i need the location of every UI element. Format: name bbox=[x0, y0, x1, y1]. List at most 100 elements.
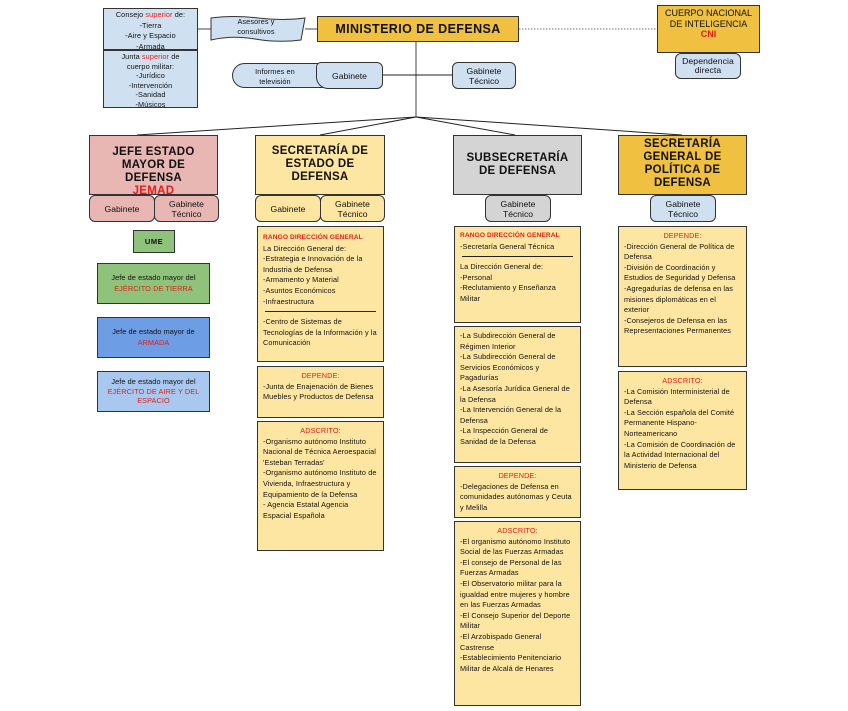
list-item: -La Asesoría Jurídica General de la Defe… bbox=[460, 383, 570, 404]
list-item: -La Subdirección General de Régimen Inte… bbox=[460, 331, 556, 351]
list-item: -La Subdirección General de Servicios Ec… bbox=[460, 352, 556, 383]
list-item: -Junta de Enajenación de Bienes Muebles … bbox=[263, 381, 374, 402]
cni-abbr: CNI bbox=[700, 29, 717, 39]
connector-sgpd bbox=[415, 116, 683, 136]
ejercito-name: EJÉRCITO DE AIRE Y DEL ESPACIO bbox=[107, 386, 200, 406]
list-item: -El consejo de Personal de las Fuerzas A… bbox=[460, 557, 562, 578]
jemad-gabinete-tecnico-label: Gabinete Técnico bbox=[169, 198, 204, 219]
ejercito-prefix: Jefe de estado mayor del bbox=[111, 376, 196, 386]
list-item: -Estrategia e Innovación de la Industria… bbox=[263, 254, 363, 274]
sed-rango-label: RANGO DIRECCIÓN GENERAL bbox=[263, 234, 363, 241]
list-item: -Establecimiento Penitenciario Militar d… bbox=[460, 653, 562, 673]
sed-gabinete-tecnico-label: Gabinete Técnico bbox=[335, 198, 370, 219]
jemad-gabinete-tecnico: Gabinete Técnico bbox=[154, 195, 219, 222]
sed-box: SECRETARÍA DE ESTADO DE DEFENSA bbox=[255, 135, 385, 195]
list-item: -La Intervención General de la Defensa bbox=[460, 405, 562, 425]
ume-box: UME bbox=[133, 230, 175, 253]
subsec-title: SUBSECRETARÍA DE DEFENSA bbox=[466, 152, 569, 177]
list-item: -Organismo autónomo Instituto Nacional d… bbox=[263, 436, 376, 467]
informes-television-box: Informes en televisión bbox=[232, 63, 328, 88]
subsec-subdirecciones-list: -La Subdirección General de Régimen Inte… bbox=[460, 331, 575, 448]
sgpd-box: SECRETARÍA GENERAL DE POLÍTICA DE DEFENS… bbox=[618, 135, 747, 195]
sed-depende-box: DEPENDE: -Junta de Enajenación de Bienes… bbox=[257, 366, 384, 418]
list-item: -La Comisión Interministerial de Defensa bbox=[624, 386, 730, 407]
list-item: -Centro de Sistemas de Tecnologías de la… bbox=[263, 317, 377, 348]
consejo-superior-box: Consejo superior de: -Tierra -Aire y Esp… bbox=[103, 8, 198, 51]
sed-depende-label: DEPENDE: bbox=[301, 371, 340, 380]
list-item: -Organismo autónomo Instituto de Viviend… bbox=[263, 468, 377, 499]
list-item: -Dirección General de Política de Defens… bbox=[624, 241, 735, 262]
list-item: -Agregadurías de defensa en las misiones… bbox=[624, 283, 733, 315]
sed-gabinete-tecnico: Gabinete Técnico bbox=[320, 195, 385, 222]
sgpd-adscrito-box: ADSCRITO: -La Comisión Interministerial … bbox=[618, 371, 747, 490]
gabinete-tecnico-top-label: Gabinete Técnico bbox=[466, 65, 502, 86]
list-item: -División de Coordinación y Estudios de … bbox=[624, 262, 736, 283]
asesores-banner bbox=[210, 16, 306, 42]
ejercito-aire-box: Jefe de estado mayor del EJÉRCITO DE AIR… bbox=[97, 371, 210, 412]
ejercito-prefix: Jefe de estado mayor del bbox=[111, 272, 196, 282]
list-item: - Agencia Estatal Agencia Espacial Españ… bbox=[263, 500, 349, 520]
armada-box: Jefe de estado mayor de ARMADA bbox=[97, 317, 210, 358]
gabinete-top-label: Gabinete bbox=[332, 70, 367, 81]
list-item: -El Observatorio militar para la igualda… bbox=[460, 578, 570, 610]
list-item: -Consejeros de Defensa en las Representa… bbox=[624, 315, 732, 336]
subsec-adscrito-list: -El organismo autónomo Instituto Social … bbox=[460, 537, 575, 675]
list-item: -La Inspección General de Sanidad de la … bbox=[460, 426, 549, 446]
list-item: -El Consejo Superior del Deporte Militar bbox=[460, 610, 571, 631]
ministerio-title: MINISTERIO DE DEFENSA bbox=[317, 16, 519, 42]
ejercito-tierra-box: Jefe de estado mayor del EJÉRCITO DE TIE… bbox=[97, 263, 210, 304]
junta-highlight: superior bbox=[141, 52, 170, 61]
sed-gabinete-label: Gabinete bbox=[270, 203, 306, 214]
list-item: La Dirección General de: bbox=[263, 243, 347, 253]
sed-depende-list: -Junta de Enajenación de Bienes Muebles … bbox=[263, 382, 378, 403]
junta-suffix: de bbox=[169, 52, 180, 61]
list-item: -La Sección española del Comité Permanen… bbox=[624, 407, 735, 438]
ejercito-name: ARMADA bbox=[137, 337, 170, 347]
divider bbox=[265, 311, 376, 313]
sed-rango-list: La Dirección General de:-Estrategia e In… bbox=[263, 244, 378, 308]
sed-adscrito-label: ADSCRITO: bbox=[300, 426, 341, 435]
consejo-suffix: de: bbox=[172, 10, 186, 19]
list-item: -Secretaría General Técnica bbox=[460, 241, 555, 251]
subsec-depende-box: DEPENDE: -Delegaciones de Defensa en com… bbox=[454, 466, 581, 518]
sgpd-gabinete-tecnico-label: Gabinete Técnico bbox=[665, 198, 701, 219]
sgpd-adscrito-label: ADSCRITO: bbox=[662, 376, 703, 385]
subsec-gabinete-tecnico: Gabinete Técnico bbox=[485, 195, 551, 222]
jemad-gabinete: Gabinete bbox=[89, 195, 155, 222]
list-item: -El organismo autónomo Instituto Social … bbox=[460, 536, 571, 557]
list-item: -Personal bbox=[460, 272, 493, 282]
sgpd-gabinete-tecnico: Gabinete Técnico bbox=[650, 195, 716, 222]
sed-title: SECRETARÍA DE ESTADO DE DEFENSA bbox=[271, 145, 369, 183]
subsec-depende-list: -Delegaciones de Defensa en comunidades … bbox=[460, 482, 575, 514]
cni-dependencia-box: Dependencia directa bbox=[675, 53, 741, 79]
cni-box: CUERPO NACIONAL DE INTELIGENCIA CNI bbox=[657, 5, 760, 53]
list-item: -Armamento y Material bbox=[263, 275, 339, 285]
sgpd-depende-list: -Dirección General de Política de Defens… bbox=[624, 242, 741, 337]
junta-item: -Músicos bbox=[135, 99, 166, 109]
divider bbox=[462, 256, 573, 258]
asesores-label: Asesores y consultivos bbox=[237, 17, 275, 36]
list-item: -Reclutamiento y Enseñanza Militar bbox=[460, 283, 556, 303]
junta-superior-box: Junta superior de cuerpo militar: -Juríd… bbox=[103, 50, 198, 109]
jemad-abbr: JEMAD bbox=[132, 185, 175, 197]
jemad-title: JEFE ESTADO MAYOR DE DEFENSA bbox=[112, 146, 195, 184]
subsec-rango-box: RANGO DIRECCIÓN GENERAL -Secretaría Gene… bbox=[454, 226, 581, 323]
jemad-gabinete-label: Gabinete bbox=[104, 203, 140, 214]
sed-rango-box: RANGO DIRECCIÓN GENERAL La Dirección Gen… bbox=[257, 226, 384, 362]
consejo-item: -Armada bbox=[136, 41, 165, 51]
consejo-prefix: Consejo bbox=[115, 10, 146, 19]
sgpd-depende-box: DEPENDE: -Dirección General de Política … bbox=[618, 226, 747, 367]
list-item: -La Comisión de Coordinación de la Activ… bbox=[624, 439, 736, 470]
subsec-box: SUBSECRETARÍA DE DEFENSA bbox=[453, 135, 582, 195]
junta-item: -Sanidad bbox=[135, 90, 166, 100]
subsec-gabinete-tecnico-label: Gabinete Técnico bbox=[500, 198, 536, 219]
connector-jemad bbox=[136, 116, 417, 136]
subsec-subdirecciones-box: -La Subdirección General de Régimen Inte… bbox=[454, 326, 581, 463]
sed-rango-list-2: -Centro de Sistemas de Tecnologías de la… bbox=[263, 317, 378, 349]
subsec-depende-label: DEPENDE: bbox=[498, 471, 537, 480]
connector-sed bbox=[319, 116, 417, 136]
consejo-highlight: superior bbox=[145, 10, 173, 19]
junta-line2: cuerpo militar: bbox=[126, 61, 175, 71]
cni-title: CUERPO NACIONAL DE INTELIGENCIA bbox=[664, 8, 753, 29]
list-item: -Delegaciones de Defensa en comunidades … bbox=[460, 481, 572, 512]
